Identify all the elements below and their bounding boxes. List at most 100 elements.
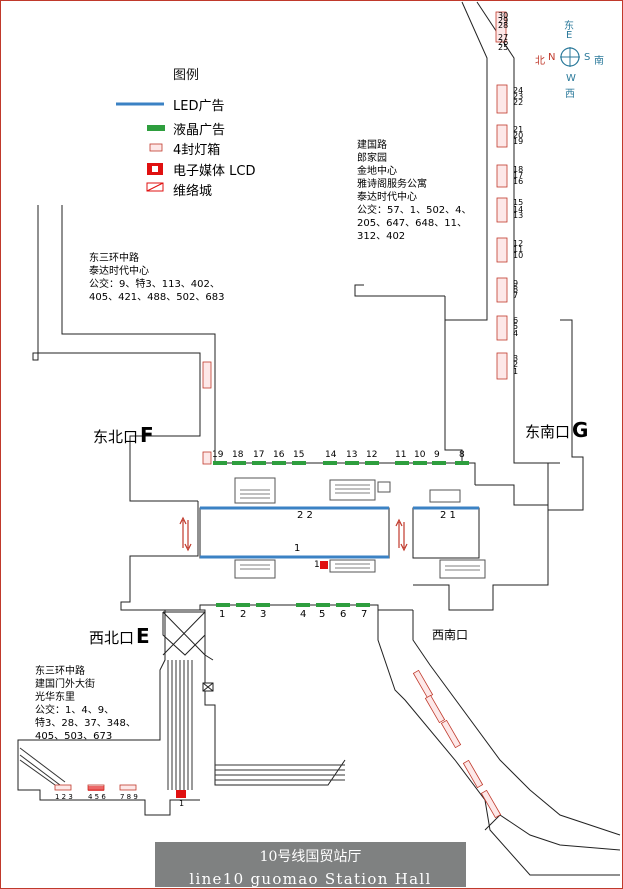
right-corridor-number: 20 <box>513 131 524 140</box>
right-corridor-number: 18 <box>513 165 524 174</box>
concourse-bottom-wall-2 <box>165 609 214 661</box>
right-corridor-number: 2 <box>513 360 519 369</box>
right-corridor-number: 8 <box>513 285 519 294</box>
nw-corridor-wall <box>32 205 201 502</box>
legend-lightbox-swatch <box>149 143 163 152</box>
media-label: 1 <box>314 560 320 570</box>
right-corridor-number: 23 <box>513 92 524 101</box>
right-corridor-wall-right <box>476 1 515 440</box>
concourse-bottom-wall <box>199 604 413 611</box>
right-corridor-number: 3 <box>513 354 519 363</box>
info-northwest: 东三环中路 建国门外大街 光华东里 公交：1、4、9、 特3、28、37、348… <box>35 666 136 742</box>
box-label-123: 1 2 3 <box>55 793 73 801</box>
direction-arrows <box>179 516 408 552</box>
compass <box>560 47 580 67</box>
title-band: 10号线国贸站厅 line10 guomao Station Hall <box>155 842 466 888</box>
right-corridor-number: 4 <box>513 329 519 338</box>
concourse-top-wall <box>214 296 463 464</box>
east-exit-wall <box>354 284 445 297</box>
compass-east: E <box>566 30 573 41</box>
right-corridor-number: 13 <box>513 211 524 220</box>
concourse-top-wall-2 <box>462 462 476 485</box>
right-corridor-number: 24 <box>513 86 524 95</box>
west-diag-stairs <box>19 747 66 786</box>
lcd-top-number: 19 <box>212 450 224 460</box>
led-label-1: 1 <box>294 543 301 554</box>
right-corridor-number: 7 <box>513 291 519 300</box>
nw-corridor-wall-inner <box>61 205 216 450</box>
led-label-22: 2 2 <box>297 510 313 521</box>
platform-stairs-top <box>234 477 486 579</box>
lcd-strips <box>147 125 469 607</box>
lcd-bottom-number: 6 <box>340 609 347 620</box>
right-hall <box>413 484 549 611</box>
lcd-top-number: 14 <box>325 450 337 460</box>
bottom-media-box <box>88 786 104 791</box>
right-corridor-number: 26 <box>498 38 509 47</box>
se-exit-wall <box>513 319 584 511</box>
sw-corridor-right <box>412 610 621 836</box>
compass-south: S <box>584 52 591 63</box>
lcd-top-number: 17 <box>253 450 265 460</box>
legend-lcd-swatch <box>147 125 165 131</box>
right-corridor-number: 6 <box>513 316 519 325</box>
lcd-top-number: 12 <box>366 450 378 460</box>
right-corridor-number: 30 <box>498 11 509 20</box>
lcd-bottom-number: 4 <box>300 609 307 620</box>
bottom-stairs <box>215 764 345 781</box>
right-corridor-number: 16 <box>513 177 524 186</box>
left-hall <box>120 501 200 611</box>
lcd-top-number: 11 <box>395 450 407 460</box>
right-corridor-number: 9 <box>513 279 519 288</box>
entrance-southwest: 西南口 <box>432 628 469 642</box>
compass-west: W <box>566 73 576 84</box>
compass-north: N <box>548 52 556 63</box>
right-corridor-wall-left <box>445 1 488 321</box>
right-corridor-lightboxes <box>202 11 508 465</box>
legend-icons <box>146 143 164 192</box>
lcd-top-number: 9 <box>434 450 440 460</box>
west-exit-corridor <box>17 610 200 816</box>
lcd-top-number: 13 <box>346 450 358 460</box>
right-corridor-number: 5 <box>513 322 519 331</box>
sw-corridor-mid <box>484 814 621 851</box>
platform-media-marker <box>320 561 328 569</box>
led-ads <box>116 102 479 559</box>
right-corridor-number: 1 <box>513 367 519 376</box>
right-corridor-number: 25 <box>498 43 509 52</box>
right-corridor-number: 11 <box>513 245 524 254</box>
lcd-bottom-number: 1 <box>219 609 226 620</box>
lcd-bottom-number: 7 <box>361 609 368 620</box>
bottom-media-marker <box>176 790 186 798</box>
title-zh: 10号线国贸站厅 <box>259 849 362 865</box>
info-northeast: 东三环中路 泰达时代中心 公交：9、特3、113、402、 405、421、48… <box>89 253 225 303</box>
right-corridor-number: 22 <box>513 98 524 107</box>
compass-west-zh: 西 <box>565 89 575 100</box>
right-corridor-number: 27 <box>498 33 509 42</box>
compass-south-zh: 南 <box>594 56 604 67</box>
right-corridor-number: 28 <box>498 21 509 30</box>
title-en: line10 guomao Station Hall <box>189 870 432 888</box>
right-corridor-number: 10 <box>513 251 524 260</box>
info-southeast: 建国路 郎家园 金地中心 雅诗阁服务公寓 泰达时代中心 公交：57、1、502、… <box>357 140 472 242</box>
lcd-bottom-number: 5 <box>319 609 326 620</box>
lcd-top-number: 8 <box>459 450 465 460</box>
right-corridor-number: 15 <box>513 198 524 207</box>
sw-corridor-left <box>377 610 620 876</box>
box-label-789: 7 8 9 <box>120 793 138 801</box>
lcd-top-number: 10 <box>414 450 426 460</box>
box-label-456: 4 5 6 <box>88 793 106 801</box>
led-label-21: 2 1 <box>440 510 456 521</box>
right-corridor-number: 21 <box>513 125 524 134</box>
compass-east-zh: 东 <box>564 21 574 32</box>
right-corridor-number: 12 <box>513 239 524 248</box>
lcd-top-number: 16 <box>273 450 285 460</box>
compass-north-zh: 北 <box>535 56 545 67</box>
box-label-media: 1 <box>179 799 185 808</box>
lcd-top-number: 15 <box>293 450 305 460</box>
escalator-hatch <box>240 484 480 571</box>
